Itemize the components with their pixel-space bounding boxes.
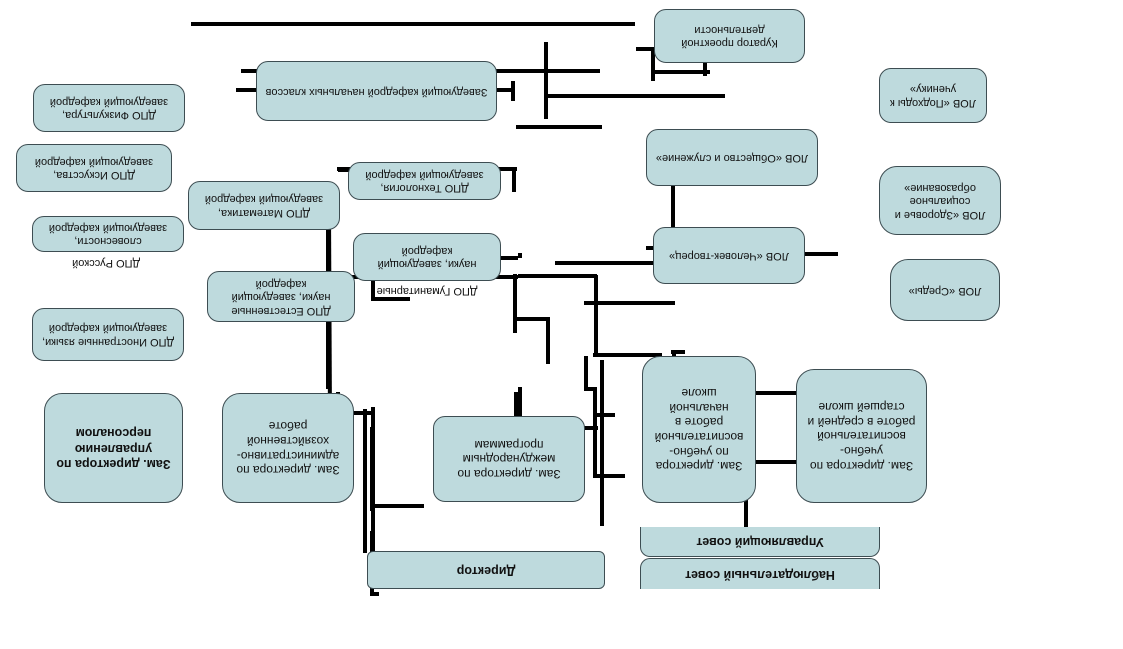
node-dpo-matematika: ДПО Математика, заведующий кафедрой (188, 181, 340, 230)
node-dpo-tehnologia: ДПО Технология, заведующий кафедрой (348, 162, 501, 200)
node-zam-personal: Зам. директора по управлению персоналом (44, 393, 183, 503)
node-lov-chelovek: ЛОВ «Человек-творец» (653, 227, 805, 284)
node-zav-nach-klassov: Заведующий кафедрой начальных классов (256, 61, 497, 121)
node-kurator: Куратор проектной деятельности (654, 9, 805, 63)
node-dpo-gumanitarnye: науки, заведующий кафедрой (353, 233, 501, 281)
node-dpo-russkiy-tail: ДПО Русской (72, 257, 140, 269)
node-dpo-estestvennye: ДПО Естественные науки, заведующий кафед… (207, 271, 355, 322)
node-dpo-gumanitarnye-tail: ДПО Гуманитарные (376, 285, 478, 297)
node-dpo-inostrannye: ДПО Иностранные языки, заведующий кафедр… (32, 308, 184, 361)
node-dpo-russkiy: словесности, заведующий кафедрой (32, 216, 184, 252)
node-lov-zdorovie: ЛОВ «Здоровье и социальное образование» (879, 166, 1001, 235)
node-zam-uvr-sred: Зам. директора по учебно-воспитательной … (796, 369, 927, 503)
node-lov-obshestvo: ЛОВ «Общество и служение» (646, 129, 818, 186)
node-direktor: Директор (367, 551, 605, 589)
node-dpo-fizkultura: ДПО Физкультура, заведующий кафедрой (33, 84, 185, 132)
node-upravl-sovet: Управляющий совет (640, 527, 880, 557)
node-dpo-iskusstvo: ДПО Искусства, заведующий кафедрой (16, 144, 172, 192)
node-lov-sredy: ЛОВ «Среды» (890, 259, 1000, 321)
node-nabl-sovet: Наблюдательный совет (640, 558, 880, 589)
node-zam-ahr: Зам. директора по административно-хозяйс… (222, 393, 354, 503)
node-zam-mezhdunar: Зам. директора по международным программ… (433, 416, 585, 502)
node-lov-podhody: ЛОВ «Подходы к ученику» (879, 68, 987, 123)
node-zam-uvr-nach: Зам. директора по учебно-воспитательной … (642, 356, 756, 503)
